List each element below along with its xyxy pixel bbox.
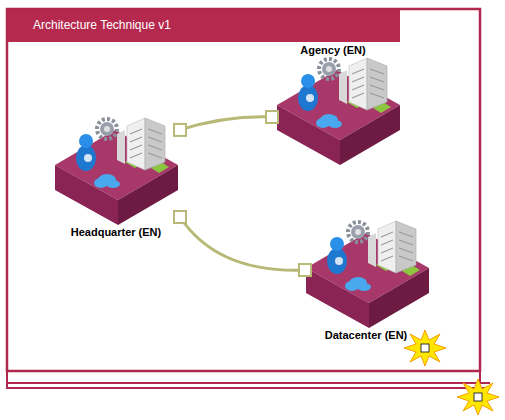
connector-end xyxy=(266,111,278,123)
node-label: Agency (EN) xyxy=(252,44,414,56)
connector-end xyxy=(174,124,186,136)
node-label: Headquarter (EN) xyxy=(32,226,200,238)
network-link xyxy=(174,211,311,276)
network-link xyxy=(174,111,278,136)
diagram-title: Architecture Technique v1 xyxy=(33,18,171,32)
link-line xyxy=(180,117,272,130)
connector-end xyxy=(174,211,186,223)
node-label: Datacenter (EN) xyxy=(285,329,447,341)
site-node: Agency (EN) xyxy=(272,42,394,162)
site-node: Headquarter (EN) xyxy=(52,112,180,240)
site-node: Datacenter (EN) xyxy=(305,215,427,343)
connector-end xyxy=(299,264,311,276)
link-line xyxy=(180,217,305,270)
